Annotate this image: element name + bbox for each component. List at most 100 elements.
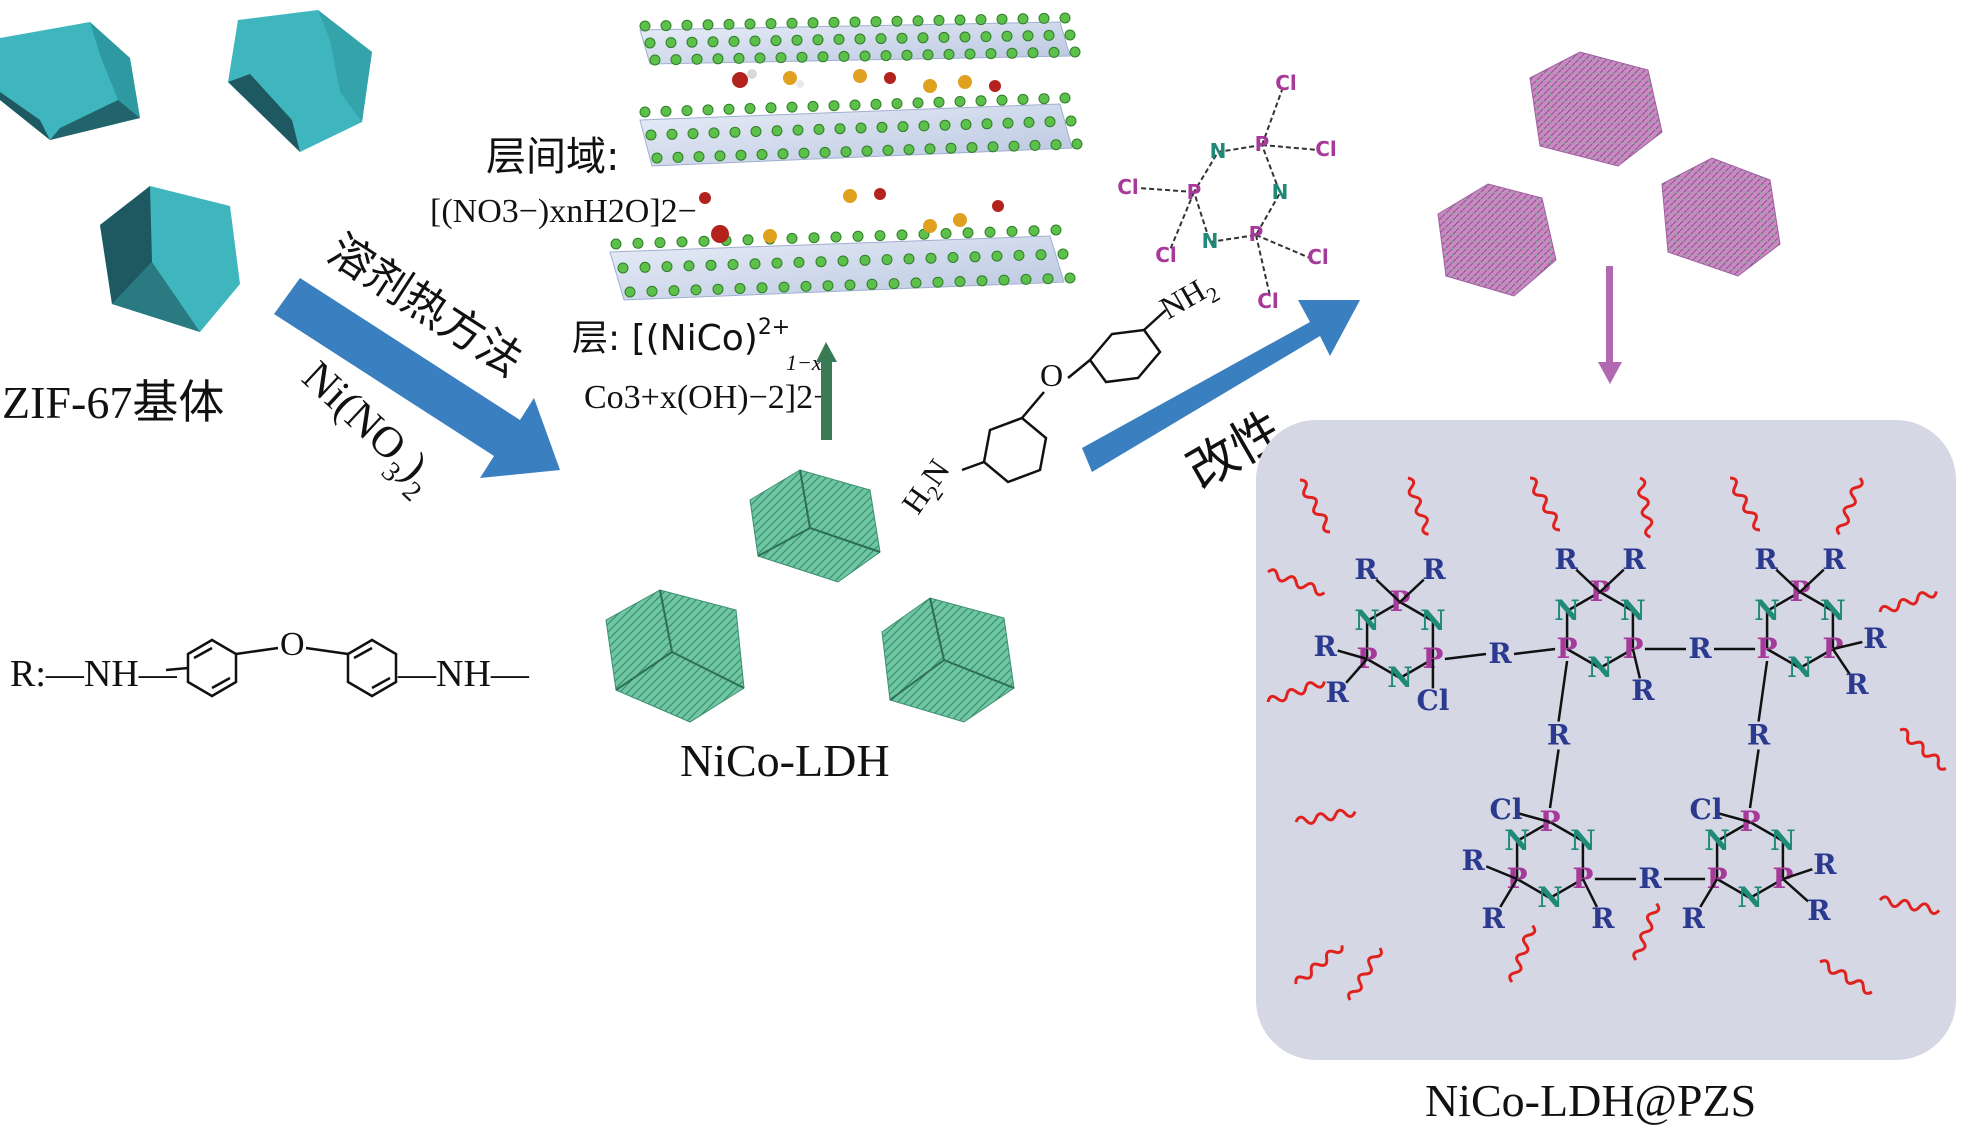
polymer-chain-wave [1835,477,1864,536]
sheet-atom [1059,92,1071,104]
svg-text:Co3+x(OH)−2]2−: Co3+x(OH)−2]2− [584,379,832,416]
nitrogen-atom: N [1420,604,1446,637]
sheet-atom [987,141,999,153]
sheet-atom [815,256,827,268]
polymer-chain-wave [1819,959,1873,995]
sheet-atom [976,275,988,287]
sheet-atom [1028,225,1040,237]
sheet-atom [786,232,798,244]
bond [1399,657,1434,680]
chlorine-atom: Cl [1416,684,1449,717]
sheet-atom [632,237,644,249]
sheet-atom [1006,47,1018,59]
sheet-atom [693,151,705,163]
sheet-atom [1038,93,1050,105]
sheet-atom [778,281,790,293]
sheet-atom [798,147,810,159]
sheet-atom [834,123,846,135]
layer-formula: 层: [(NiCo)2+ 1−x Co3+x(OH)−2]2− [572,315,832,416]
sheet-atom [645,129,657,141]
pzs-particle-2 [1437,183,1557,297]
ldh-sheet-atoms [610,12,1083,298]
sheet-atom [880,50,892,62]
r-group-benzene-left [186,638,238,698]
sheet-atom [959,31,971,43]
sheet-atom [1050,139,1062,151]
sheet-atom [742,234,754,246]
sheet-atom [723,18,735,30]
svg-text:Cl: Cl [1155,243,1177,267]
green-up-arrow [816,342,837,440]
sheet-atom [925,252,937,264]
sheet-atom [1013,249,1025,261]
sheet-atom [654,237,666,249]
sheet-atom [733,52,745,64]
bond [1749,820,1784,843]
bond [1549,820,1584,843]
sheet-atom [734,283,746,294]
polymer-chain-wave [1267,568,1326,597]
phosphorus-atom: P [1757,632,1778,665]
sheet-atom [943,48,955,60]
pzs-particle-1 [1529,51,1663,167]
sheet-atom [932,276,944,288]
bond [1716,877,1751,900]
sheet-atom [964,48,976,60]
ldh-sheet-bottom [609,235,1065,301]
svg-text:R:—NH—: R:—NH— [10,653,178,695]
bond [1575,568,1601,593]
sheet-atom [681,19,693,31]
nitrogen-atom: N [1587,651,1613,684]
sheet-atom [903,253,915,265]
zif67-crystal-3 [100,186,240,332]
bond [1748,749,1760,809]
bond [1516,877,1551,900]
sheet-atom [1048,46,1060,58]
sheet-atom [891,98,903,110]
sheet-atom [938,31,950,43]
sheet-atom [897,121,909,133]
bond [1631,648,1642,679]
polymer-chain-wave [1299,478,1331,534]
bond [1399,600,1434,623]
sheet-atom [705,259,717,271]
sheet-atom [1069,46,1081,58]
solvothermal-arrow [274,278,560,478]
sheet-atom [859,50,871,62]
svg-text:Cl: Cl [1275,71,1297,95]
bond [1499,878,1519,908]
sheet-atom [712,283,724,295]
svg-text:H2N: H2N [894,452,961,523]
r-linker: R [1688,632,1712,665]
bond [1799,568,1825,593]
sheet-atom [617,262,629,274]
sheet-atom [712,53,724,65]
bond [1749,877,1784,900]
sheet-atom [639,261,651,273]
sheet-atom [749,35,761,47]
sheet-atom [830,231,842,243]
sheet-atom [813,123,825,135]
polymer-chain-wave [1508,924,1537,983]
sheet-atom [1008,140,1020,152]
sheet-atom [924,143,936,155]
nitrogen-atom: N [1737,881,1763,914]
polymer-chain-wave [1294,808,1357,825]
phosphorus-atom: P [1422,642,1443,675]
sheet-atom [777,148,789,160]
sheet-atom [896,229,908,241]
sheet-atom [912,15,924,27]
nitrogen-atom: N [1354,604,1380,637]
bond [1757,660,1769,722]
sheet-atom [702,19,714,31]
sheet-atom [1023,116,1035,128]
sheet-atom [819,146,831,158]
sheet-atom [770,35,782,47]
bond [1566,590,1601,613]
bond [1444,652,1487,661]
sheet-atom [672,151,684,163]
bond [1799,590,1834,613]
sheet-atom [954,14,966,26]
sheet-atom [793,256,805,268]
sheet-atom [686,36,698,48]
